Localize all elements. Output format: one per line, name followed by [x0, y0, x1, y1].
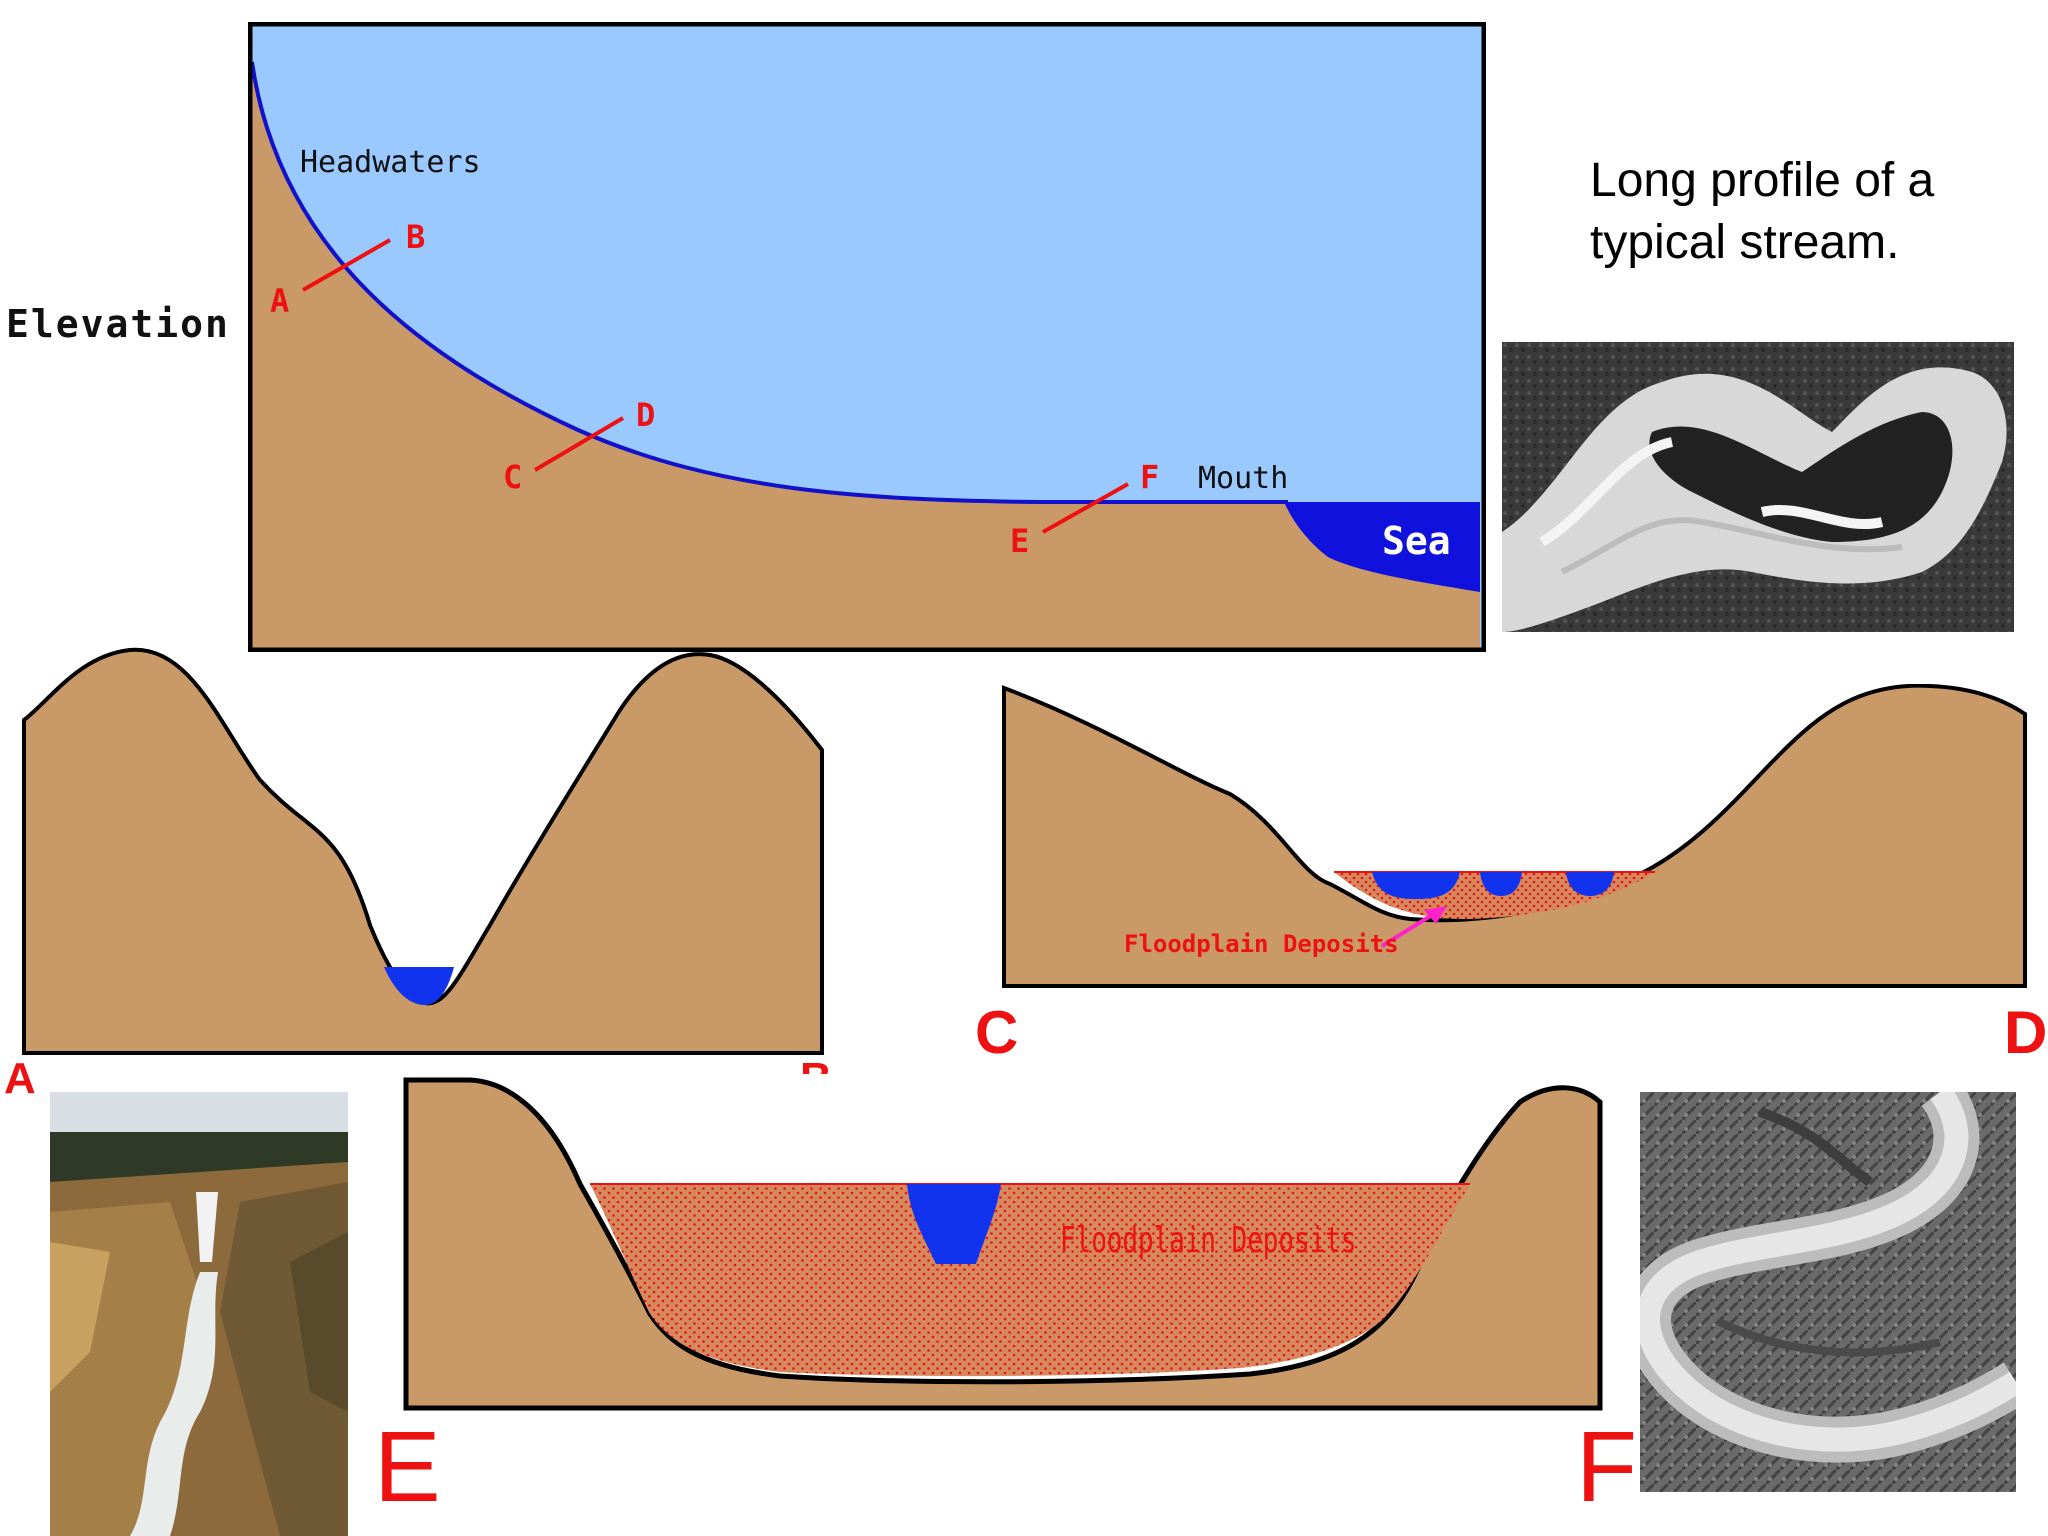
- channel-2: [1480, 872, 1522, 896]
- wide-valley-land: [403, 1077, 1603, 1411]
- braided-river-photo: [1502, 342, 2014, 632]
- floodplain-deposits-label-ef: Floodplain Deposits: [1060, 1220, 1356, 1261]
- section-label-f: F: [1576, 1411, 1638, 1523]
- cross-section-cd: Floodplain Deposits: [1002, 684, 2027, 988]
- section-label-e: E: [374, 1411, 441, 1523]
- stream-profile-line: [250, 61, 1288, 504]
- marker-b: B: [406, 218, 425, 256]
- v-valley-water: [384, 967, 454, 1005]
- mouth-label: Mouth: [1198, 461, 1288, 496]
- diagram-title: Long profile of a typical stream.: [1590, 154, 1935, 269]
- cross-section-ef: Floodplain Deposits: [403, 1077, 1603, 1411]
- section-label-b: B: [800, 1054, 832, 1074]
- section-line-ab: [302, 238, 391, 292]
- section-label-a: A: [4, 1054, 36, 1103]
- section-line-ef: [1042, 482, 1129, 534]
- section-label-d: D: [2004, 999, 2048, 1066]
- sea-label: Sea: [1382, 519, 1451, 563]
- meandering-river-photo: [1640, 1092, 2016, 1492]
- floodplain-deposits-label-cd: Floodplain Deposits: [1124, 930, 1399, 958]
- section-line-cd: [533, 416, 625, 472]
- floodplain-deposits-ef: [590, 1184, 1470, 1377]
- elevation-label: Elevation: [6, 302, 230, 346]
- marker-a: A: [270, 282, 289, 320]
- sea-water: [1284, 502, 1480, 592]
- land-profile: [252, 62, 1480, 648]
- channel-1: [1372, 872, 1460, 899]
- marker-c: C: [503, 458, 522, 496]
- marker-d: D: [636, 396, 655, 434]
- headwaters-label: Headwaters: [300, 145, 481, 180]
- marker-f: F: [1140, 458, 1159, 496]
- canyon-waterfall-photo: [50, 1092, 348, 1536]
- cross-section-ab: [22, 647, 824, 1055]
- section-label-c: C: [975, 999, 1019, 1066]
- channel-3: [1566, 872, 1614, 896]
- ef-channel: [907, 1184, 1001, 1264]
- long-profile-diagram: A B C D E F Headwaters Mouth Sea: [248, 22, 1486, 652]
- marker-e: E: [1010, 522, 1029, 560]
